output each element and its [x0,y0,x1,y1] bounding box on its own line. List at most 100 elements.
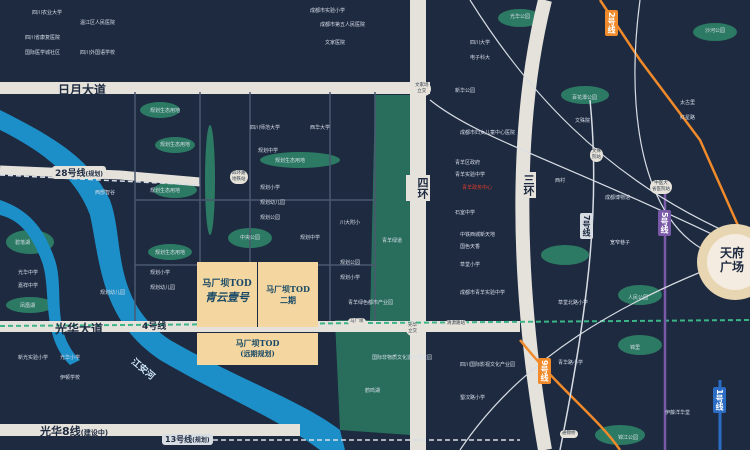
poi-label[interactable]: 锦江公园 [618,435,639,441]
tod-block-1-title: 马厂坝TOD [202,279,252,289]
poi-label[interactable]: 四川外国语学校 [80,50,116,56]
poi-label[interactable]: 草堂北路小学 [558,300,589,306]
poi-label[interactable]: 青羊区政府 [455,160,481,166]
poi-label[interactable]: 国际医学城社区 [25,50,61,56]
poi-label[interactable]: 石室中学 [455,210,476,216]
poi-label[interactable]: 四川农业大学 [32,10,63,16]
poi-label[interactable]: 规划生态用地 [275,158,306,164]
poi-label[interactable]: 伊藤洋华堂 [665,410,691,416]
poi-label[interactable]: 规划生态用地 [150,188,181,194]
guanghua8-text: 光华8线 [40,425,81,438]
poi-label[interactable]: 四川大学 [470,40,491,46]
poi-label[interactable]: 太古里 [680,100,696,106]
line28-text: 28号线 [55,169,86,179]
tod-block-3-sub: (远期规划) [240,349,275,358]
poi-label[interactable]: 青羊政务中心 [462,185,493,191]
fourth-ring-label: 四环 [406,175,430,201]
poi-label[interactable]: 规划小学 [340,275,361,281]
tod-block-2-sub: 二期 [280,295,296,305]
poi-label[interactable]: 新光实验小学 [18,355,49,361]
poi-label[interactable]: 中央公园 [240,235,261,241]
guanghua8-note: (建设中) [80,429,109,437]
station-wenshu[interactable]: 文殊 院站 [590,148,603,162]
poi-label[interactable]: 光华公园 [510,14,531,20]
tod-block-2[interactable]: 马厂坝TOD 二期 [258,284,318,306]
poi-label[interactable]: 文殊院 [575,118,591,124]
tod-block-3-title: 马厂坝TOD [235,338,280,348]
tod-block-1[interactable]: 马厂坝TOD 青云壹号 [197,276,257,305]
line2-label: 2号线 [605,10,618,36]
poi-label[interactable]: 光华小学 [60,355,81,361]
poi-label[interactable]: 规划中学 [258,148,279,154]
poi-label[interactable]: 嘉祥中学 [18,283,39,289]
line7-label: 7号线 [580,213,593,239]
tod-block-3[interactable]: 马厂坝TOD (远期规划) [197,338,318,359]
poi-label[interactable]: 四川国际影视文化产业园 [460,362,516,368]
poi-label[interactable]: 伊顿学校 [60,375,81,381]
poi-label[interactable]: 文家医院 [325,40,346,46]
poi-label[interactable]: 碧落湖 [15,240,31,246]
poi-label[interactable]: 成都博物馆 [605,195,631,201]
poi-label[interactable]: 锦里 [630,345,641,351]
poi-label[interactable]: 新华公园 [455,88,476,94]
poi-label[interactable]: 鹤鸣湖 [365,388,381,394]
poi-label[interactable]: 规划生态用地 [150,108,181,114]
poi-label[interactable]: 成都市第五人民医院 [320,22,366,28]
poi-label[interactable]: 规划幼儿园 [260,200,286,206]
poi-label[interactable]: 成都市实验小学 [310,8,346,14]
guanghua8-label: 光华8线(建设中) [40,423,108,439]
poi-label[interactable]: 规划公园 [260,215,281,221]
poi-label[interactable]: 国色天香 [460,244,481,250]
poi-label[interactable]: 西部智谷 [95,190,116,196]
station-qingyuan[interactable]: 清源路站 [445,320,467,328]
station-tongjinqiao[interactable]: 通锦桥 [560,430,578,438]
poi-label[interactable]: 规划幼儿园 [100,290,126,296]
poi-label[interactable]: 规划生态用地 [155,250,186,256]
station-zhongyida[interactable]: 中医大 省医院站 [650,180,672,194]
tod-block-1-sub: 青云壹号 [205,291,249,304]
line13-note: (规划) [192,437,210,444]
poi-label[interactable]: 规划小学 [260,185,281,191]
station-wenjiachang[interactable]: 文家场 立交 [413,82,431,96]
poi-label[interactable]: 温江区人民医院 [80,20,116,26]
poi-label[interactable]: 百花潭公园 [572,95,598,101]
poi-label[interactable]: 成都市青羊实验中学 [460,290,506,296]
poi-label[interactable]: 四川省康复医院 [25,35,61,41]
poi-label[interactable]: 宽窄巷子 [610,240,631,246]
station-guanghua-interchange[interactable]: 光华 立交 [406,322,419,336]
line4-label: 4号线 [142,322,167,332]
poi-label[interactable]: 规划中学 [300,235,321,241]
poi-label[interactable]: 西村 [555,178,566,184]
poi-label[interactable]: 凤凰湖 [20,303,36,309]
line28-label: 28号线(规划) [52,166,107,179]
line28-note: (规划) [85,171,104,178]
poi-label[interactable]: 青华路小学 [558,360,584,366]
poi-label[interactable]: 成都市妇女儿童中心医院 [460,130,516,136]
poi-label[interactable]: 红星路 [680,115,696,121]
poi-label[interactable]: 川大附小 [340,220,361,226]
poi-label[interactable]: 沙河公园 [705,28,726,34]
line13-label: 13号线(规划) [162,434,213,445]
station-siring[interactable]: 四环路 地铁站 [230,170,248,184]
poi-label[interactable]: 西华大学 [310,125,331,131]
poi-label[interactable]: 青羊绿道 [382,238,403,244]
third-ring-label: 三环 [516,172,536,198]
poi-label[interactable]: 规划公园 [340,260,361,266]
poi-label[interactable]: 草堂小学 [460,262,481,268]
poi-label[interactable]: 光华中学 [18,270,39,276]
tianfu-square-label: 天府广场 [720,246,745,274]
poi-label[interactable]: 中铁西城新天地 [460,232,496,238]
poi-label[interactable]: 四川师范大学 [250,125,281,131]
poi-label[interactable]: 青羊绿色都市产业园 [348,300,394,306]
poi-label[interactable]: 电子科大 [470,55,491,61]
poi-label[interactable]: 规划小学 [150,270,171,276]
poi-label[interactable]: 蜀汉路小学 [460,395,486,401]
poi-label[interactable]: 国际非物质文化遗产博览园 [372,355,433,361]
poi-label[interactable]: 青羊实验中学 [455,172,486,178]
poi-label[interactable]: 规划幼儿园 [150,285,176,291]
station-mianzhu[interactable]: 马厂坝 [348,318,366,326]
poi-label[interactable]: 人民公园 [628,295,649,301]
poi-label[interactable]: 规划生态用地 [160,142,191,148]
